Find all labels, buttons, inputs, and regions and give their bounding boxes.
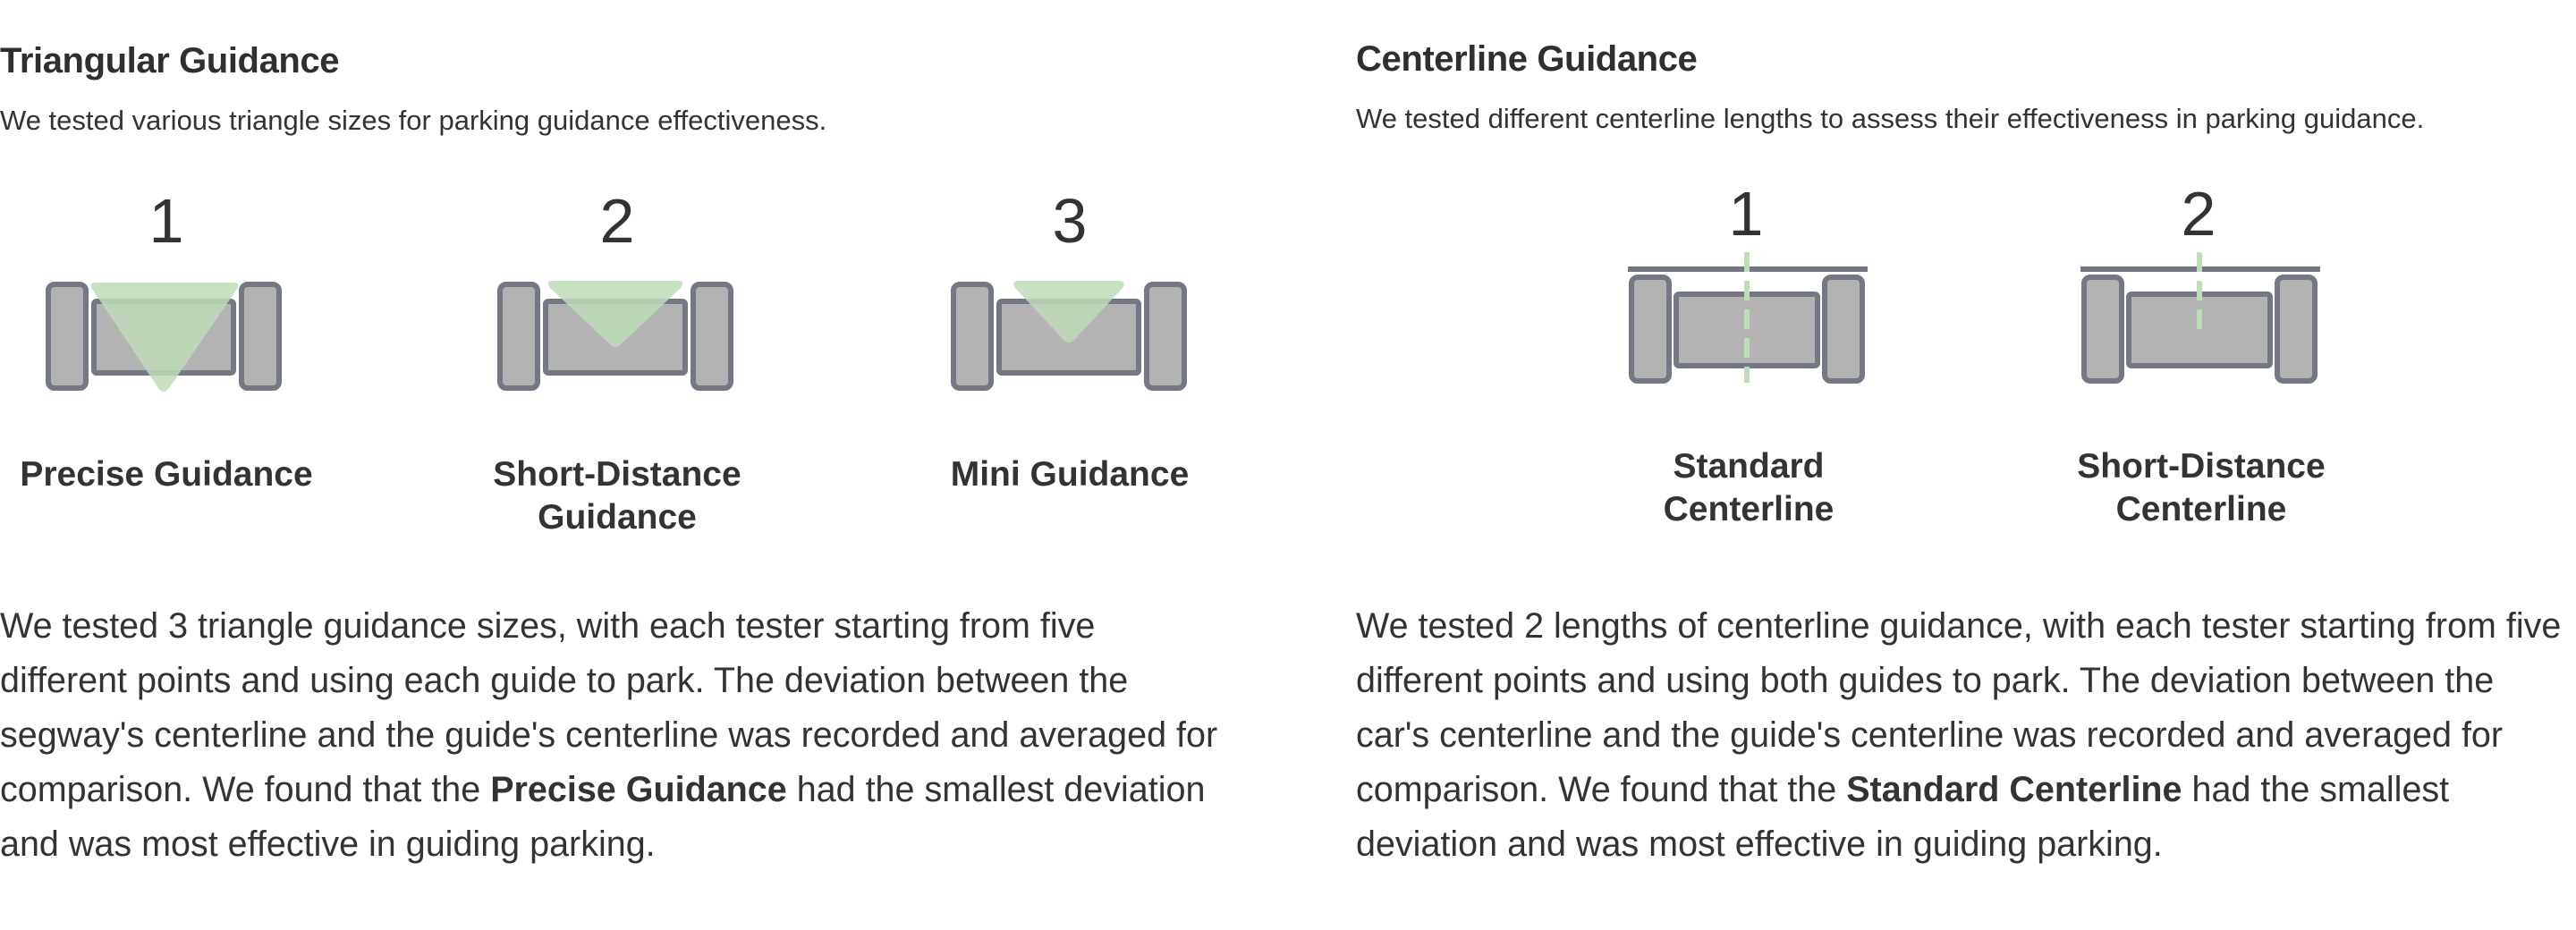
triangle-item-3-number: 3	[1052, 186, 1088, 256]
caption-line: Centerline	[2115, 490, 2287, 528]
caption-line: Centerline	[1663, 490, 1835, 528]
triangle-guide-small	[1013, 281, 1124, 342]
triangle-guide-medium	[547, 281, 683, 347]
description-text: We tested 3 triangle guidance sizes, wit…	[0, 606, 1218, 809]
centerline-description: We tested 2 lengths of centerline guidan…	[1356, 599, 2576, 872]
centerline-item-2-caption: Short-Distance Centerline	[2040, 445, 2362, 531]
centerline-item-1-caption: Standard Centerline	[1588, 445, 1910, 531]
caption-line: Short-Distance	[2077, 447, 2326, 486]
triangular-title: Triangular Guidance	[0, 41, 340, 80]
caption-line: Precise Guidance	[20, 455, 313, 494]
centerline-title: Centerline Guidance	[1356, 39, 1698, 79]
caption-line: Guidance	[538, 498, 697, 537]
centerline-item-2-number: 2	[2181, 179, 2216, 249]
triangle-item-1-caption: Precise Guidance	[5, 453, 327, 496]
triangle-item-1-number: 1	[148, 186, 184, 256]
caption-line: Mini Guidance	[950, 455, 1190, 494]
triangle-guide-large	[90, 283, 239, 392]
centerline-short-figure	[2080, 252, 2320, 384]
triangle-small-figure	[951, 281, 1187, 391]
description-text: had the smallest deviation and was most …	[0, 770, 1206, 864]
caption-line: Standard	[1673, 447, 1825, 486]
centerline-standard-figure	[1628, 252, 1868, 384]
triangle-item-2-caption: Short-Distance Guidance	[456, 453, 778, 539]
triangular-description: We tested 3 triangle guidance sizes, wit…	[0, 599, 1225, 872]
caption-line: Short-Distance	[493, 455, 741, 494]
description-text: We tested 2 lengths of centerline guidan…	[1356, 606, 2562, 809]
description-highlight: Standard Centerline	[1846, 770, 2182, 809]
triangle-item-3-caption: Mini Guidance	[909, 453, 1231, 496]
description-text: had the smallest deviation and was most …	[1356, 770, 2450, 864]
centerline-item-1-number: 1	[1728, 179, 1764, 249]
triangle-medium-figure	[497, 281, 733, 391]
triangle-item-2-number: 2	[599, 186, 635, 256]
description-highlight: Precise Guidance	[490, 770, 787, 809]
triangle-large-figure	[46, 282, 282, 392]
centerline-subtitle: We tested different centerline lengths t…	[1356, 103, 2425, 134]
triangular-subtitle: We tested various triangle sizes for par…	[0, 105, 827, 136]
